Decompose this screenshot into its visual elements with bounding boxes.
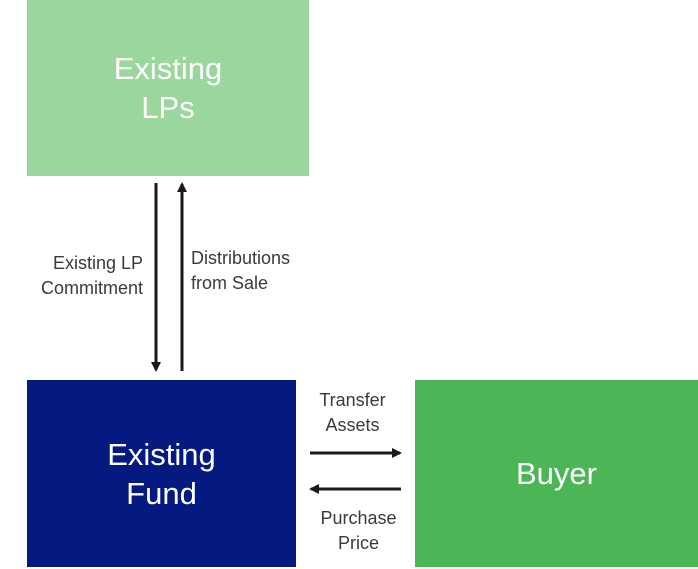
purchase-edge-label: Purchase Price — [302, 506, 415, 556]
purchase-label-line2: Price — [337, 533, 379, 553]
purchase-label-line1: Purchase — [320, 508, 397, 528]
transfer-label-line2: Assets — [325, 415, 380, 435]
existing-fund-node: Existing Fund — [27, 380, 296, 567]
distributions-label-line2: from Sale — [191, 273, 269, 293]
distributions-edge-label: Distributions from Sale — [191, 246, 290, 296]
existing-fund-label-line1: Existing — [107, 436, 216, 472]
buyer-node: Buyer — [415, 380, 698, 567]
buyer-label: Buyer — [516, 456, 597, 491]
transfer-edge-label: Transfer Assets — [296, 388, 409, 438]
existing-lps-label-line2: LPs — [141, 90, 195, 125]
existing-lps-node: Existing LPs — [27, 0, 309, 176]
commitment-edge-label: Existing LP Commitment — [41, 251, 143, 301]
commitment-label-line1: Existing LP — [52, 253, 143, 273]
commitment-label-line2: Commitment — [40, 278, 143, 298]
existing-lps-label-line1: Existing — [113, 51, 223, 86]
distributions-label-line1: Distributions — [191, 248, 291, 268]
transfer-label-line1: Transfer — [319, 390, 386, 410]
existing-fund-label-line2: Fund — [126, 475, 197, 511]
